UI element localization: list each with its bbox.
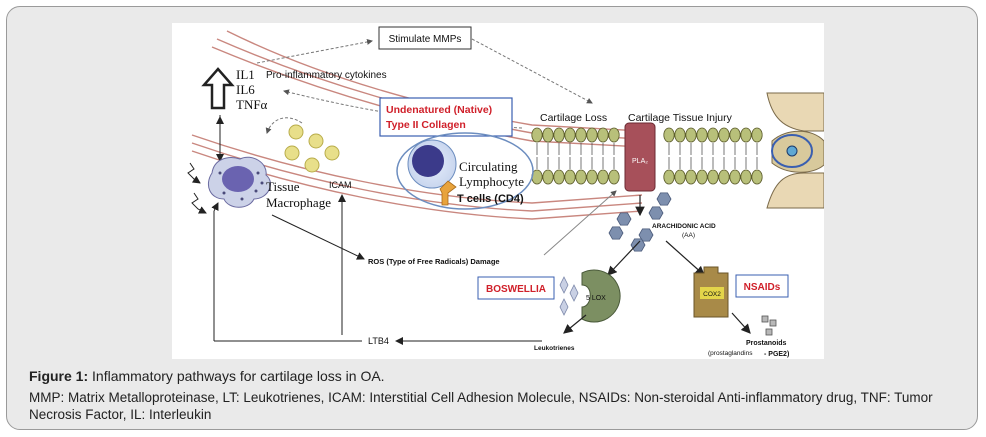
prostaglandins-label: (prostaglandins xyxy=(708,350,753,357)
pla2-enzyme: PLA₂ xyxy=(624,122,656,192)
lipid-head xyxy=(586,169,598,185)
lox-to-leukotrienes-arrow xyxy=(563,314,587,334)
aa-hexagon xyxy=(630,238,646,252)
aa-hexagon xyxy=(648,206,664,220)
boswellia-box: BOSWELLIA xyxy=(477,276,555,300)
lipid-head xyxy=(740,127,752,143)
lipid-head xyxy=(729,169,741,185)
stimulate-mmps-box: Stimulate MMPs xyxy=(378,26,472,50)
knee-joint-icon xyxy=(766,92,824,209)
arachidonic-acid-molecules xyxy=(608,192,672,252)
pge2-label: - PGE2) xyxy=(764,351,789,358)
boswellia-inhibitor-icons xyxy=(559,276,579,316)
circulating-line2: Lymphocyte xyxy=(459,174,524,189)
cox2-to-prostanoids-arrow xyxy=(731,312,751,334)
figure-caption: Figure 1: Inflammatory pathways for cart… xyxy=(29,367,964,423)
lipid-head xyxy=(729,127,741,143)
tissue-label: Tissue xyxy=(266,179,300,194)
tcells-label: T cells (CD4) xyxy=(457,193,524,205)
lipid-head xyxy=(575,169,587,185)
undenatured-line1: Undenatured (Native) xyxy=(386,104,492,116)
lipid-head xyxy=(575,127,587,143)
pro-inflammatory-label: Pro-inflammatory cytokines xyxy=(266,70,387,81)
cartilage-loss-label: Cartilage Loss xyxy=(540,112,607,124)
cell-membrane xyxy=(531,127,763,185)
leukotrienes-label: Leukotrienes xyxy=(534,345,575,352)
caption-figure-label: Figure 1: xyxy=(29,368,89,384)
figure-frame: PLA₂ Stimulate MMPs xyxy=(6,6,978,430)
circulating-line1: Circulating xyxy=(459,159,518,174)
inflammation-diagram: PLA₂ Stimulate MMPs xyxy=(187,26,824,358)
cartilage-injury-label: Cartilage Tissue Injury xyxy=(628,112,733,124)
cox2-label: COX2 xyxy=(703,291,721,298)
lox-enzyme: 5 LOX xyxy=(581,269,621,323)
ltb4-feedback-line xyxy=(211,202,362,342)
nsaids-box: NSAIDs xyxy=(735,274,789,298)
cytokine-particles xyxy=(284,124,340,173)
lipid-head xyxy=(696,127,708,143)
caption-title: Figure 1: Inflammatory pathways for cart… xyxy=(29,367,964,385)
lipid-head xyxy=(531,127,543,143)
lipid-head xyxy=(740,169,752,185)
squiggle-arrows xyxy=(187,162,207,214)
aa-hexagon xyxy=(616,212,632,226)
lipid-head xyxy=(685,127,697,143)
lipid-head xyxy=(718,169,730,185)
arachidonic-line2: (AA) xyxy=(682,232,695,239)
macrophage-cell: Tissue Macrophage xyxy=(208,156,331,210)
lipid-head xyxy=(597,127,609,143)
caption-abbreviations: MMP: Matrix Metalloproteinase, LT: Leuko… xyxy=(29,390,933,422)
lipid-head xyxy=(542,169,554,185)
pla2-label: PLA₂ xyxy=(632,158,648,165)
aa-hexagon xyxy=(656,192,672,206)
icam-label: ICAM xyxy=(329,180,352,190)
lipid-head xyxy=(608,127,620,143)
ros-label: ROS (Type of Free Radicals) Damage xyxy=(368,257,500,266)
prostanoid-molecules xyxy=(761,315,777,336)
aa-hexagon xyxy=(608,226,624,240)
ltb4-label: LTB4 xyxy=(368,336,389,346)
cox2-enzyme: COX2 xyxy=(693,266,729,318)
lipid-head xyxy=(707,127,719,143)
cytokine-up-arrow-icon xyxy=(201,67,235,110)
lipid-head xyxy=(663,127,675,143)
lipid-head xyxy=(674,169,686,185)
lipid-head xyxy=(586,127,598,143)
tnf-label: TNFα xyxy=(236,97,268,112)
lipid-head xyxy=(751,127,763,143)
lipid-head xyxy=(553,169,565,185)
lipid-head xyxy=(553,127,565,143)
macrophage-to-ros-arrow xyxy=(271,214,365,260)
prostanoids-label: Prostanoids xyxy=(746,340,787,347)
lipid-head xyxy=(564,127,576,143)
il6-label: IL6 xyxy=(236,82,255,97)
lipid-head xyxy=(696,169,708,185)
lipid-head xyxy=(542,127,554,143)
arachidonic-line1: ARACHIDONIC ACID xyxy=(652,223,716,230)
lipid-head xyxy=(685,169,697,185)
il1-label: IL1 xyxy=(236,67,255,82)
nsaids-label: NSAIDs xyxy=(744,282,781,293)
caption-figure-title: Inflammatory pathways for cartilage loss… xyxy=(88,368,385,384)
aa-hexagon xyxy=(638,228,654,242)
undenatured-collagen-box: Undenatured (Native) Type II Collagen xyxy=(379,97,513,137)
lipid-head xyxy=(674,127,686,143)
stimulate-mmps-label: Stimulate MMPs xyxy=(389,34,462,45)
lymphocyte-cell: Circulating Lymphocyte T cells (CD4) xyxy=(396,132,534,210)
lipid-head xyxy=(751,169,763,185)
lipid-head xyxy=(564,169,576,185)
undenatured-line2: Type II Collagen xyxy=(386,119,466,131)
aa-to-lox-arrow xyxy=(607,240,641,276)
lipid-head xyxy=(718,127,730,143)
macrophage-label: Macrophage xyxy=(266,195,331,210)
lipid-head xyxy=(608,169,620,185)
lipid-head xyxy=(663,169,675,185)
boswellia-label: BOSWELLIA xyxy=(486,284,546,295)
aa-to-cox2-arrow xyxy=(665,240,705,276)
lox-label: 5 LOX xyxy=(586,295,606,302)
diagram-panel: PLA₂ Stimulate MMPs xyxy=(172,23,824,359)
lipid-head xyxy=(707,169,719,185)
lipid-head xyxy=(597,169,609,185)
ros-to-membrane-line xyxy=(543,190,617,256)
